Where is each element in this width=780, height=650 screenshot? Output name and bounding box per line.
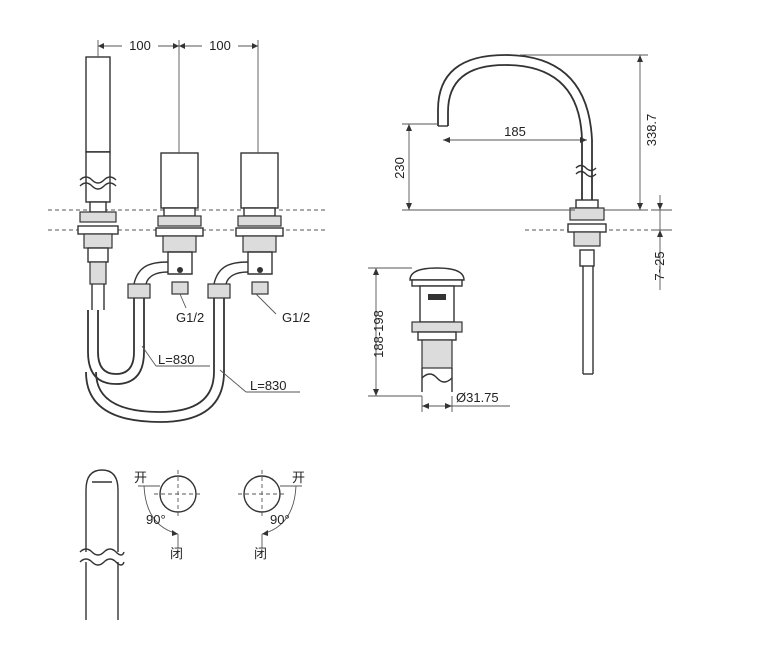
right-angle-label: 90° bbox=[270, 512, 290, 527]
drain-cap bbox=[409, 267, 465, 281]
left-valve-assembly bbox=[127, 152, 204, 299]
hand-shower-detail bbox=[79, 469, 125, 620]
left-open-label: 开 bbox=[134, 470, 147, 485]
hand-shower-assembly bbox=[77, 56, 119, 310]
left-valve-screw-icon bbox=[177, 267, 183, 273]
left-angle-label: 90° bbox=[146, 512, 166, 527]
drain-slot-icon bbox=[428, 294, 446, 300]
hose-outer-label: L=830 bbox=[250, 378, 287, 393]
spacing-left-label: 100 bbox=[129, 38, 151, 53]
outer-hose bbox=[95, 298, 215, 413]
right-closed-label: 闭 bbox=[254, 546, 267, 561]
drain-assembly: 188-198 Ø31.75 bbox=[368, 267, 510, 412]
right-valve-screw-icon bbox=[257, 267, 263, 273]
spout-break-mark bbox=[575, 164, 597, 172]
left-valve-outlet-elbow bbox=[133, 261, 169, 285]
inner-hose bbox=[97, 298, 135, 375]
right-valve-assembly bbox=[207, 152, 284, 299]
drain-diameter-label: Ø31.75 bbox=[456, 390, 499, 405]
drain-length-label: 188-198 bbox=[371, 310, 386, 358]
spout-height-label: 230 bbox=[392, 157, 407, 179]
spout-reach-label: 185 bbox=[504, 124, 526, 139]
hose-inner-label: L=830 bbox=[158, 352, 195, 367]
right-valve-outlet-elbow bbox=[213, 261, 249, 285]
thread-right-label: G1/2 bbox=[282, 310, 310, 325]
spout-dimensions: 185 230 338.7 7~25 bbox=[392, 54, 672, 290]
hand-shower-body bbox=[85, 56, 111, 153]
spacing-dimension: 100 100 bbox=[97, 36, 259, 153]
spout-assembly bbox=[437, 54, 607, 375]
spout-neck-outer bbox=[437, 54, 593, 200]
deck-thickness-label: 7~25 bbox=[652, 251, 667, 280]
right-handle-rotation-detail: 开 90° 闭 bbox=[238, 470, 305, 561]
break-mark bbox=[79, 176, 117, 184]
thread-left-label: G1/2 bbox=[176, 310, 204, 325]
right-valve-handle bbox=[240, 152, 279, 209]
left-handle-rotation-detail: 开 90° 闭 bbox=[134, 470, 202, 561]
spacing-right-label: 100 bbox=[209, 38, 231, 53]
hand-shower-detail-outline bbox=[85, 469, 119, 552]
left-closed-label: 闭 bbox=[170, 546, 183, 561]
left-valve-handle bbox=[160, 152, 199, 209]
right-open-label: 开 bbox=[292, 470, 305, 485]
spout-total-height-label: 338.7 bbox=[644, 114, 659, 147]
